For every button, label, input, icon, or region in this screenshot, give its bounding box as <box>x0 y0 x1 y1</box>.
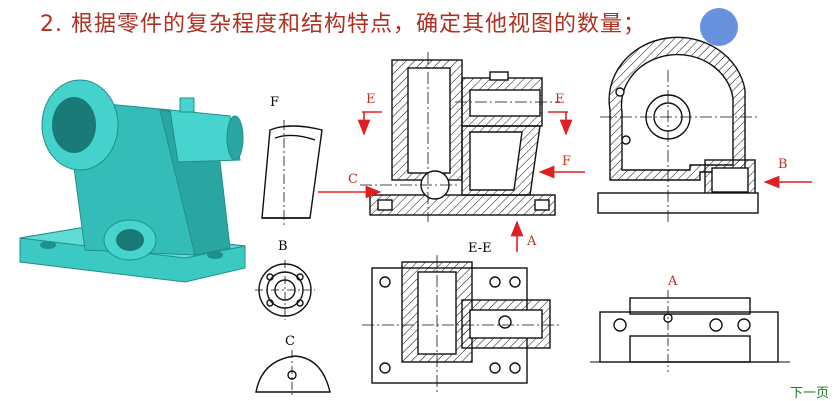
view-main-section <box>369 59 556 216</box>
label-a-view: A <box>667 274 678 289</box>
view-side <box>597 36 759 214</box>
label-ee: E-E <box>468 241 492 256</box>
view-f <box>261 120 323 225</box>
label-f-arrow: F <box>562 154 571 169</box>
label-e-right: E <box>555 92 565 107</box>
label-c-small: C <box>285 334 295 349</box>
projection-arrows <box>318 111 812 252</box>
view-b <box>255 260 315 320</box>
view-a <box>590 290 790 372</box>
label-b-right: B <box>778 157 788 172</box>
label-e-left: E <box>366 92 376 107</box>
label-c: C <box>348 172 358 187</box>
label-b-small: B <box>278 239 288 254</box>
view-c <box>255 350 331 396</box>
view-ee-section <box>371 261 551 384</box>
slide-title: 2. 根据零件的复杂程度和结构特点，确定其他视图的数量； <box>40 12 646 37</box>
label-a-arrow: A <box>526 234 537 249</box>
highlight-marker <box>700 8 738 46</box>
next-page-link[interactable]: 下一页 <box>790 386 830 401</box>
label-f-top: F <box>270 95 279 110</box>
3d-model <box>19 79 246 283</box>
